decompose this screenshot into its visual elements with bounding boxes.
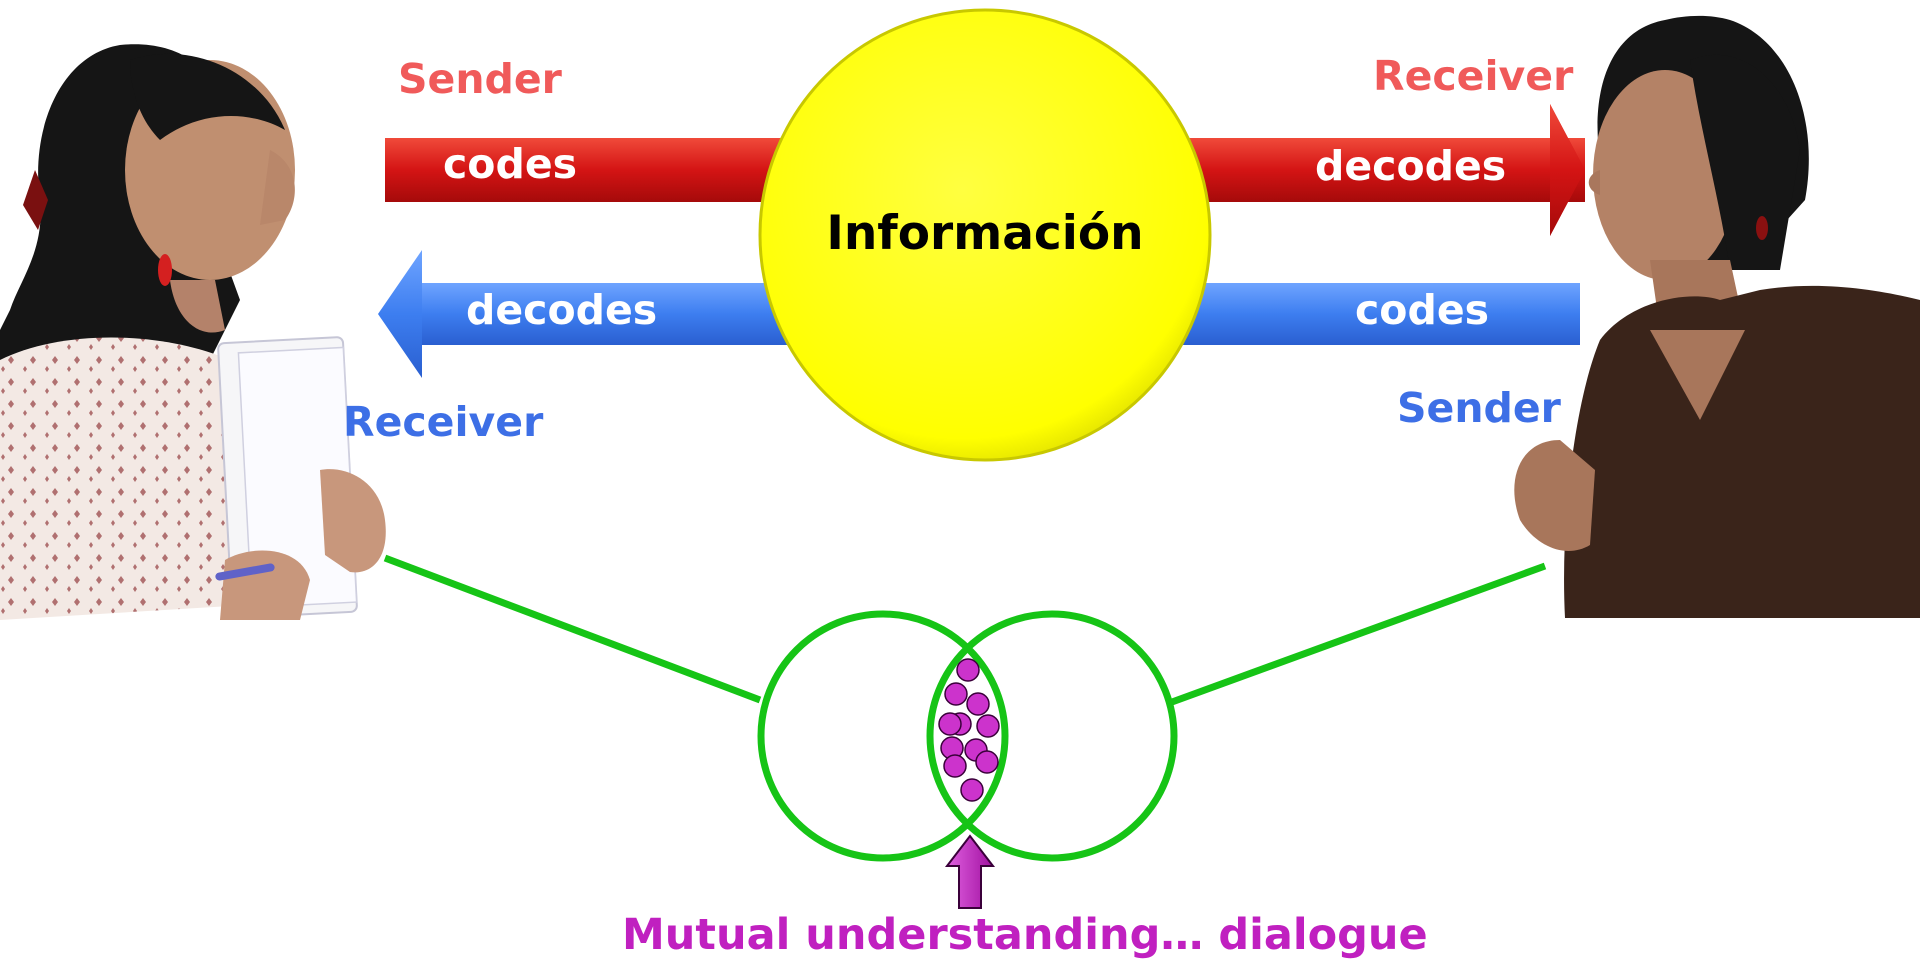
venn-circle-left bbox=[757, 610, 1009, 862]
right-person-photo bbox=[1514, 15, 1920, 618]
receiver-label-bottom: Receiver bbox=[343, 398, 544, 446]
venn-circle-right bbox=[926, 610, 1178, 862]
shared-understanding-dots bbox=[938, 658, 1000, 802]
up-arrow-icon bbox=[944, 834, 996, 909]
sender-label-top: Sender bbox=[398, 55, 562, 103]
connector-line-left bbox=[383, 554, 762, 704]
connector-line-right bbox=[1170, 562, 1547, 706]
left-person-photo bbox=[0, 44, 386, 620]
decodes-text-top: decodes bbox=[1315, 142, 1507, 190]
codes-text-top: codes bbox=[443, 140, 578, 188]
informacion-label: Información bbox=[826, 206, 1144, 261]
mutual-understanding-caption: Mutual understanding… dialogue bbox=[622, 910, 1428, 960]
informacion-circle bbox=[758, 8, 1212, 462]
sender-label-bottom: Sender bbox=[1397, 384, 1561, 432]
receiver-label-top: Receiver bbox=[1373, 52, 1574, 100]
decodes-text-bottom: decodes bbox=[466, 286, 658, 334]
codes-text-bottom: codes bbox=[1355, 286, 1490, 334]
